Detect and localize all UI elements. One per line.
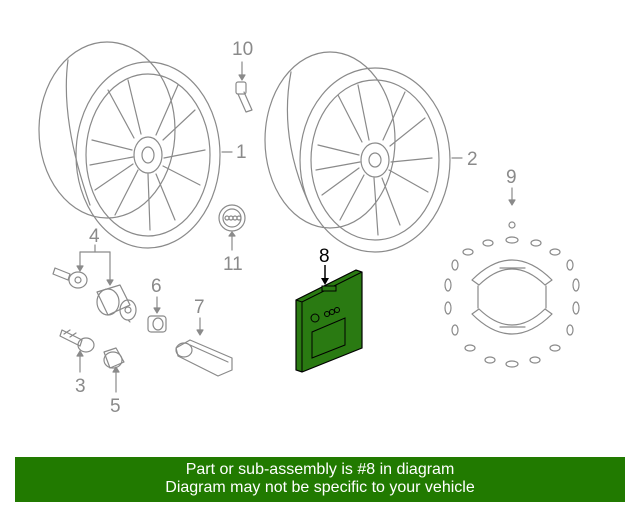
cap-icon	[103, 347, 125, 393]
gasket-icon	[444, 187, 580, 368]
callout-1[interactable]: 1	[236, 142, 247, 163]
callout-11[interactable]: 11	[223, 254, 243, 275]
center-cap-icon	[218, 204, 246, 251]
module-icon	[295, 265, 363, 373]
callout-8[interactable]: 8	[319, 246, 330, 267]
lock-nut-icon	[96, 284, 137, 323]
nut-icon	[147, 296, 167, 333]
callout-6[interactable]: 6	[151, 276, 162, 297]
callout-5[interactable]: 5	[110, 396, 121, 417]
callout-4[interactable]: 4	[89, 226, 100, 247]
parts-diagram: 1 2 3 4 5 6 7 8 9 10 11	[38, 39, 580, 417]
bolt-icon	[59, 329, 95, 373]
callout-4-leader	[76, 244, 114, 286]
valve-stem-icon	[235, 61, 253, 113]
tool-icon	[175, 317, 233, 377]
callout-2[interactable]: 2	[467, 149, 478, 170]
wheel-1-icon	[38, 41, 233, 249]
diagram-drawing	[38, 41, 580, 393]
info-banner: Part or sub-assembly is #8 in diagram Di…	[15, 457, 625, 502]
callout-7[interactable]: 7	[194, 297, 205, 318]
banner-line-1: Part or sub-assembly is #8 in diagram	[185, 461, 455, 478]
banner-line-2: Diagram may not be specific to your vehi…	[165, 479, 475, 496]
callout-9[interactable]: 9	[506, 167, 517, 188]
callout-10[interactable]: 10	[232, 39, 254, 60]
lock-bolt-icon	[52, 267, 88, 289]
wheel-2-icon	[264, 51, 463, 253]
callout-3[interactable]: 3	[75, 376, 86, 397]
